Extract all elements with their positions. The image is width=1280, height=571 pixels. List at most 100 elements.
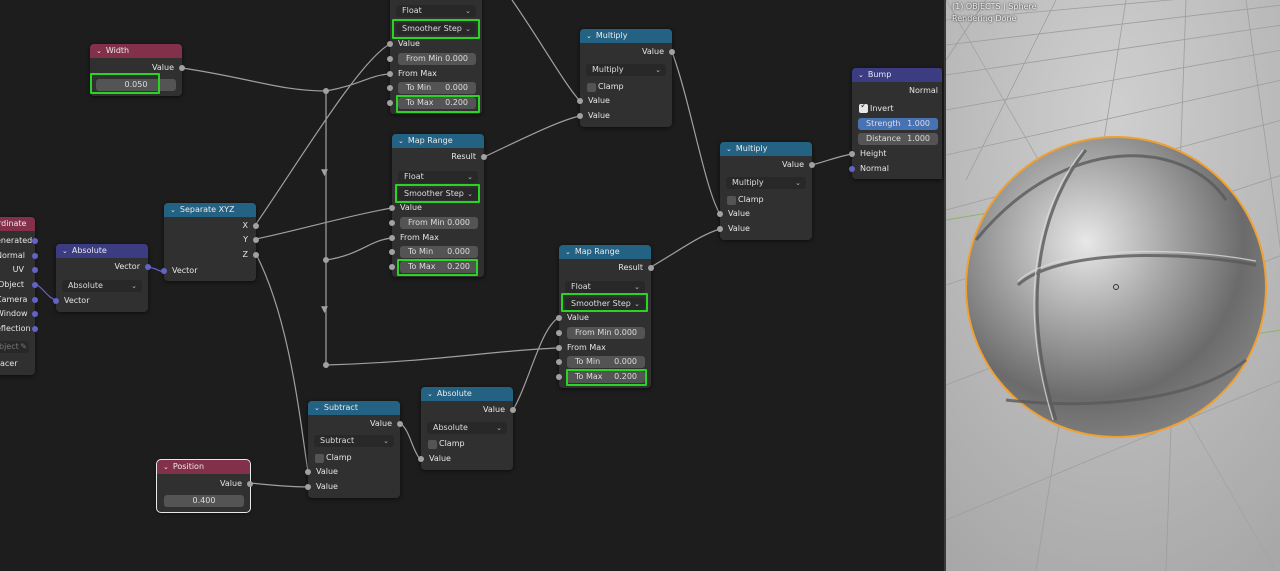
3d-viewport[interactable]: (1) OBJECTS | Sphere Rendering Done (944, 0, 1280, 571)
output-socket[interactable] (809, 162, 815, 168)
width-value-node[interactable]: ⌄Width Value 0.050 (90, 44, 185, 96)
output-socket[interactable] (669, 49, 675, 55)
operation-dropdown[interactable]: Absolute⌄ (62, 280, 142, 292)
position-value-field[interactable]: 0.400 (164, 495, 244, 507)
input-socket[interactable] (577, 98, 583, 104)
input-socket[interactable] (161, 268, 167, 274)
collapse-chevron-icon[interactable]: ⌄ (565, 248, 571, 256)
data-type-dropdown[interactable]: Float⌄ (398, 171, 478, 183)
input-socket[interactable] (556, 315, 562, 321)
output-socket[interactable] (32, 267, 38, 273)
map-range-node-right[interactable]: ⌄Map Range Result Float⌄ Smoother Step⌄ … (556, 245, 654, 388)
input-socket[interactable] (717, 211, 723, 217)
subtract-node[interactable]: ⌄Subtract Value Subtract⌄ Clamp Value Va… (305, 401, 403, 498)
collapse-chevron-icon[interactable]: ⌄ (858, 71, 864, 79)
invert-checkbox[interactable] (859, 101, 868, 113)
collapse-chevron-icon[interactable]: ⌄ (586, 32, 592, 40)
operation-dropdown[interactable]: Multiply⌄ (586, 64, 666, 76)
position-value-node[interactable]: ⌄Position Value 0.400 (156, 459, 253, 513)
reroute-dot[interactable] (323, 88, 329, 94)
collapse-chevron-icon[interactable]: ⌄ (314, 404, 320, 412)
width-value-field[interactable]: 0.050 (96, 79, 176, 91)
object-picker-field[interactable]: bject✎ (0, 341, 29, 353)
output-socket[interactable] (32, 326, 38, 332)
input-socket[interactable] (305, 484, 311, 490)
input-socket[interactable] (418, 456, 424, 462)
input-socket[interactable] (556, 374, 562, 380)
input-socket[interactable] (387, 71, 393, 77)
input-socket[interactable] (387, 56, 393, 62)
input-socket[interactable] (387, 100, 393, 106)
multiply-node-2[interactable]: ⌄Multiply Value Multiply⌄ Clamp Value Va… (717, 142, 815, 240)
output-socket[interactable] (32, 297, 38, 303)
input-socket[interactable] (556, 345, 562, 351)
clamp-checkbox[interactable] (587, 83, 596, 92)
collapse-chevron-icon[interactable]: ⌄ (398, 137, 404, 145)
input-socket[interactable] (849, 166, 855, 172)
collapse-chevron-icon[interactable]: ⌄ (726, 145, 732, 153)
collapse-chevron-icon[interactable]: ⌄ (427, 390, 433, 398)
multiply-node-1[interactable]: ⌄Multiply Value Multiply⌄ Clamp Value Va… (577, 29, 675, 127)
eyedropper-icon[interactable]: ✎ (20, 342, 27, 351)
input-socket[interactable] (387, 85, 393, 91)
input-socket[interactable] (389, 205, 395, 211)
separate-xyz-node[interactable]: ⌄Separate XYZ X Y Z Vector (161, 203, 259, 281)
output-socket[interactable] (510, 407, 516, 413)
interpolation-dropdown[interactable]: Smoother Step⌄ (398, 188, 478, 200)
output-socket[interactable] (145, 264, 151, 270)
input-socket[interactable] (556, 359, 562, 365)
collapse-chevron-icon[interactable]: ⌄ (163, 463, 169, 471)
input-socket[interactable] (389, 264, 395, 270)
output-socket[interactable] (32, 282, 38, 288)
clamp-checkbox[interactable] (315, 454, 324, 463)
output-socket[interactable] (253, 223, 259, 229)
output-socket[interactable] (32, 238, 38, 244)
collapse-chevron-icon[interactable]: ⌄ (96, 47, 102, 55)
interpolation-dropdown[interactable]: Smoother Step⌄ (396, 23, 476, 35)
float-absolute-node[interactable]: ⌄Absolute Value Absolute⌄ Clamp Value (418, 387, 516, 470)
output-socket[interactable] (179, 65, 185, 71)
shader-node-editor[interactable]: ▼ ▼ Float⌄ Smoother Step⌄ Value From Min… (0, 0, 944, 571)
operation-dropdown[interactable]: Subtract⌄ (314, 435, 394, 447)
operation-dropdown[interactable]: Multiply⌄ (726, 177, 806, 189)
output-socket[interactable] (32, 253, 38, 259)
output-socket[interactable] (32, 311, 38, 317)
operation-dropdown[interactable]: Absolute⌄ (427, 422, 507, 434)
output-socket[interactable] (247, 481, 253, 487)
input-socket[interactable] (577, 113, 583, 119)
output-socket[interactable] (481, 154, 487, 160)
reroute-dot[interactable] (323, 257, 329, 263)
output-socket[interactable] (253, 252, 259, 258)
input-socket[interactable] (389, 249, 395, 255)
collapse-chevron-icon[interactable]: ⌄ (62, 247, 68, 255)
input-socket[interactable] (53, 298, 59, 304)
vector-absolute-node[interactable]: ⌄Absolute Vector Absolute⌄ Vector (53, 244, 151, 312)
interpolation-dropdown[interactable]: Smoother Step⌄ (565, 298, 645, 310)
output-socket[interactable] (253, 237, 259, 243)
input-socket[interactable] (389, 235, 395, 241)
input-socket[interactable] (387, 41, 393, 47)
input-socket[interactable] (305, 469, 311, 475)
map-range-node-mid[interactable]: ⌄Map Range Result Float⌄ Smoother Step⌄ … (389, 134, 487, 277)
input-socket[interactable] (717, 226, 723, 232)
clamp-checkbox[interactable] (428, 440, 437, 449)
input-socket[interactable] (556, 330, 562, 336)
input-socket[interactable] (389, 220, 395, 226)
data-type-dropdown[interactable]: Float⌄ (396, 5, 476, 17)
reroute-dot[interactable] (323, 362, 329, 368)
output-socket[interactable] (648, 265, 654, 271)
